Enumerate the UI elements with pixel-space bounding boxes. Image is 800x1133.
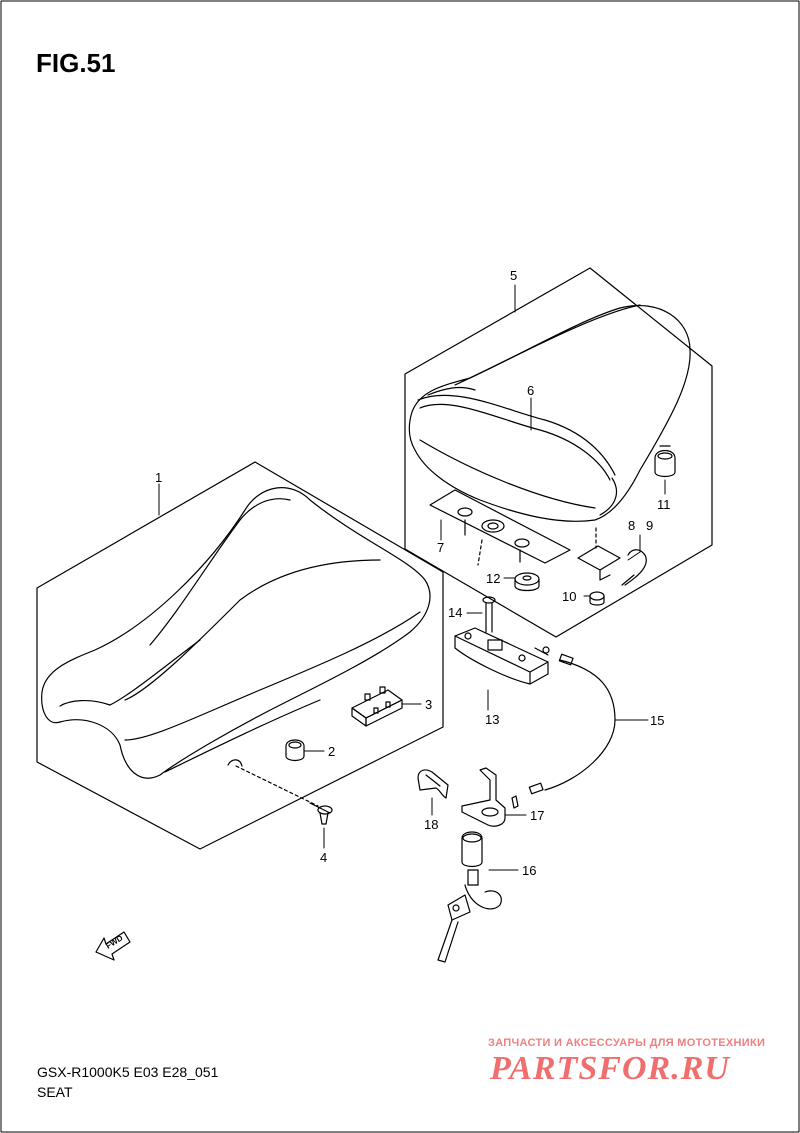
model-code: GSX-R1000K5 E03 E28_051 bbox=[37, 1064, 219, 1080]
callout-10: 10 bbox=[562, 589, 576, 604]
section-name: SEAT bbox=[37, 1084, 73, 1100]
nut-12 bbox=[514, 572, 540, 592]
front-seat-group-box bbox=[36, 461, 444, 850]
figure-title: FIG.51 bbox=[36, 48, 116, 78]
callout-11: 11 bbox=[657, 497, 671, 512]
callout-1: 1 bbox=[155, 470, 162, 485]
assembly-dashed-lines bbox=[235, 527, 597, 807]
seat-lock-13 bbox=[454, 627, 549, 685]
front-seat bbox=[41, 487, 431, 779]
callout-18: 18 bbox=[424, 817, 438, 832]
callout-5: 5 bbox=[510, 268, 517, 283]
callout-17: 17 bbox=[530, 808, 544, 823]
watermark-logo: PARTSFOR.RU bbox=[490, 1050, 730, 1087]
callout-4: 4 bbox=[320, 850, 327, 865]
rubber-cushion-11 bbox=[654, 445, 676, 478]
callout-3: 3 bbox=[425, 697, 432, 712]
key-lock-16 bbox=[437, 831, 502, 963]
rear-seat-group-box bbox=[404, 267, 713, 638]
watermark-caption: ЗАПЧАСТИ И АКСЕССУАРЫ ДЛЯ МОТОТЕХНИКИ bbox=[488, 1037, 766, 1049]
screw-4 bbox=[309, 802, 333, 825]
forward-arrow-icon: FWD bbox=[95, 931, 131, 961]
callout-numbers: 1 2 3 4 5 6 7 8 9 10 11 12 13 14 15 16 1… bbox=[155, 268, 671, 878]
callout-12: 12 bbox=[486, 571, 500, 586]
callout-7: 7 bbox=[437, 540, 444, 555]
bolt-14 bbox=[482, 596, 496, 633]
callout-6: 6 bbox=[527, 383, 534, 398]
callout-8: 8 bbox=[628, 518, 635, 533]
rubber-cushion-2 bbox=[285, 739, 305, 762]
callout-16: 16 bbox=[522, 863, 536, 878]
lock-bracket-17 bbox=[461, 767, 506, 827]
callout-9: 9 bbox=[646, 518, 653, 533]
bolt-10 bbox=[589, 591, 605, 606]
callout-2: 2 bbox=[328, 744, 335, 759]
clip-18 bbox=[417, 769, 449, 799]
seat-bracket bbox=[429, 489, 571, 564]
callout-leader-lines bbox=[158, 284, 666, 871]
callout-13: 13 bbox=[485, 712, 499, 727]
rubber-block-3 bbox=[351, 686, 403, 727]
seat-hook bbox=[577, 545, 647, 586]
callout-14: 14 bbox=[448, 605, 462, 620]
callout-15: 15 bbox=[650, 713, 664, 728]
rear-seat-cowl bbox=[408, 304, 691, 522]
